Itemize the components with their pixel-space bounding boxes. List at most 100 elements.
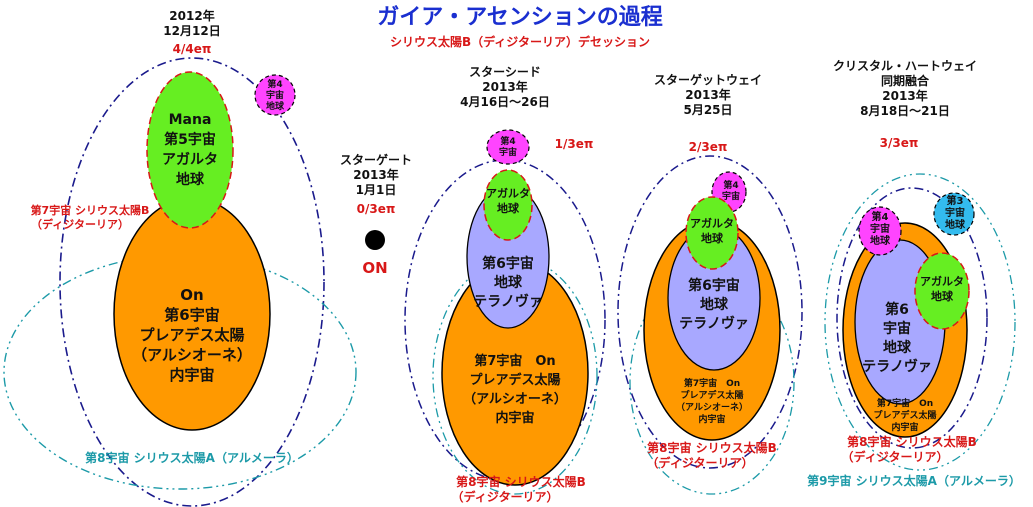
stage5-cyan-line3: 地球	[945, 218, 966, 231]
stage3-date-year: 2013年	[482, 79, 527, 94]
stage1-sirius-b-sub: （ディジターリア）	[31, 217, 129, 231]
stage1-small-line2: 宇宙	[266, 89, 284, 101]
stage3-lav-line2: 地球	[494, 274, 523, 291]
stage4-sirius-b-label: 第8宇宙 シリウス太陽B	[647, 440, 777, 455]
stage4-date-year: 2013年	[685, 87, 730, 102]
stage5-magenta-line2: 宇宙	[870, 222, 890, 235]
stage4-orange-line1: 第7宇宙 On	[684, 377, 740, 389]
stage5-green-line2: 地球	[931, 289, 954, 303]
stage4-sirius-b-ellipse	[617, 155, 803, 469]
stage2-date-day: 1月1日	[356, 183, 397, 197]
stage1-top-line3: アガルタ	[162, 152, 218, 168]
stage4-sirius-a-ellipse	[629, 269, 795, 495]
stage1-small-line1: 第4	[267, 78, 282, 90]
stage2-on-label: ON	[362, 259, 387, 277]
stage5-sirius-b-ellipse	[836, 187, 988, 449]
stage3-sirius-a-ellipse	[432, 257, 598, 495]
stage5-3rd-universe-circle	[933, 192, 975, 236]
stage3-orange-line3: （アルシオーネ）	[463, 391, 567, 407]
stage5-lav-line4: テラノヴァ	[862, 358, 932, 375]
stage2-black-dot	[365, 230, 385, 250]
stage4-small-line2: 宇宙	[722, 190, 740, 202]
stage-5: クリスタル・ハートウェイ 同期融合 2013年 8月18日～21日 3/3eπ …	[807, 59, 1021, 488]
stage5-sirius-b-label: 第8宇宙 シリウス太陽B	[847, 434, 977, 449]
stage3-orange-line1: 第7宇宙 On	[474, 353, 555, 369]
stage4-green-line2: 地球	[701, 231, 724, 245]
stage1-top-line4: 地球	[176, 171, 205, 188]
stage3-ratio: 1/3eπ	[555, 137, 594, 151]
stage3-sirius-b-ellipse	[404, 159, 606, 481]
stage5-orange-line1: 第7宇宙 On	[877, 397, 933, 409]
stage5-sirius-a-label: 第9宇宙 シリウス太陽A（アルメーラ）	[807, 473, 1021, 488]
stage1-date-year: 2012年	[169, 8, 214, 23]
stage3-small-line2: 宇宙	[499, 146, 517, 158]
stage1-bottom-line3: プレアデス太陽	[139, 326, 244, 344]
stage5-date-day: 8月18日～21日	[860, 104, 950, 118]
stage5-date-year: 2013年	[882, 88, 927, 103]
stage5-4th-universe-circle	[858, 206, 902, 256]
stage4-green-line1: アガルタ	[690, 216, 734, 230]
stage2-date-year: 2013年	[353, 167, 398, 182]
stage1-bottom-line4: （アルシオーネ）	[132, 346, 252, 364]
stage3-green-line1: アガルタ	[486, 186, 530, 200]
stage5-lav-line2: 宇宙	[883, 320, 911, 337]
stage5-sirius-b-sub: （ディジターリア）	[842, 449, 949, 464]
stage4-lav-line2: 地球	[700, 296, 729, 313]
stage-2: スターゲート 2013年 1月1日 0/3eπ ON	[340, 152, 412, 277]
stage1-date-day: 12月12日	[163, 24, 220, 38]
stage3-lav-line3: テラノヴァ	[473, 293, 543, 310]
stage3-lav-line1: 第6宇宙	[482, 255, 534, 272]
stage4-date-day: 5月25日	[683, 103, 732, 117]
stage1-small-line3: 地球	[266, 100, 285, 112]
stage4-date-name: スターゲットウェイ	[654, 72, 762, 87]
stage4-orange-line4: 内宇宙	[698, 413, 725, 425]
stage5-lav-line3: 地球	[883, 339, 912, 356]
stage5-cyan-line2: 宇宙	[945, 206, 965, 219]
stage4-small-line1: 第4	[723, 179, 738, 191]
stage5-orange-line3: 内宇宙	[891, 421, 918, 433]
stage5-orange-line2: プレアデス太陽	[873, 409, 936, 421]
stage1-bottom-line2: 第6宇宙	[164, 306, 219, 324]
page-subtitle: シリウス太陽B（ディジターリア）デセッション	[390, 34, 650, 49]
stage5-lav-line1: 第6	[885, 301, 909, 318]
stage5-ratio: 3/3eπ	[880, 136, 919, 150]
stage1-sirius-a-label: 第8宇宙 シリウス太陽A（アルメーラ）	[85, 450, 299, 465]
stage4-orange-line2: プレアデス太陽	[680, 389, 743, 401]
stage3-orange-line2: プレアデス太陽	[469, 372, 560, 388]
stage-1: 2012年 12月12日 4/4eπ Mana 第5宇宙 アガルタ 地球 On …	[3, 8, 357, 507]
stage3-small-line1: 第4	[500, 135, 515, 147]
stage4-orange-line3: （アルシオーネ）	[676, 402, 748, 413]
stage3-date-day: 4月16日～26日	[460, 95, 550, 109]
stage1-agartha-ellipse	[146, 71, 234, 229]
stage4-lav-line3: テラノヴァ	[679, 315, 749, 332]
stage5-green-line1: アガルタ	[920, 274, 964, 288]
stage5-magenta-line1: 第4	[872, 210, 889, 223]
stage2-ratio: 0/3eπ	[357, 202, 396, 216]
stage1-sirius-b-label: 第7宇宙 シリウス太陽B	[31, 203, 150, 217]
stage3-orange-line4: 内宇宙	[495, 410, 534, 426]
stage4-sirius-b-sub: （ディジターリア）	[647, 455, 754, 470]
stage4-lav-line1: 第6宇宙	[688, 277, 740, 294]
stage5-magenta-line3: 地球	[870, 234, 891, 247]
stage3-sirius-b-label: 第8宇宙 シリウス太陽B	[456, 474, 586, 489]
stage5-agartha-ellipse	[914, 252, 970, 330]
stage3-date-name: スターシード	[469, 65, 541, 79]
stage-4: スターゲットウェイ 2013年 5月25日 2/3eπ 第4 宇宙 アガルタ 地…	[617, 72, 803, 495]
stage2-date-name: スターゲート	[340, 152, 412, 167]
stage3-sirius-b-sub: （ディジターリア）	[452, 489, 559, 504]
stage4-agartha-ellipse	[685, 196, 739, 270]
stage1-top-line2: 第5宇宙	[164, 131, 216, 148]
stage1-sirius-a-ellipse	[3, 254, 357, 490]
stage1-bottom-line1: On	[180, 286, 203, 304]
stage5-cyan-line1: 第3	[947, 194, 964, 207]
stage5-date-name: クリスタル・ハートウェイ	[833, 59, 977, 73]
stage1-sirius-b-ellipse	[59, 57, 325, 507]
stage1-4th-universe-circle	[254, 74, 296, 116]
stage1-top-line1: Mana	[169, 112, 212, 128]
stage1-ratio: 4/4eπ	[173, 42, 212, 56]
stage5-sirius-a-ellipse	[824, 173, 1016, 471]
stage3-green-line2: 地球	[497, 201, 520, 215]
stage-3: スターシード 2013年 4月16日～26日 1/3eπ 第4 宇宙 アガルタ …	[404, 65, 606, 504]
page-title: ガイア・アセンションの過程	[377, 4, 663, 30]
